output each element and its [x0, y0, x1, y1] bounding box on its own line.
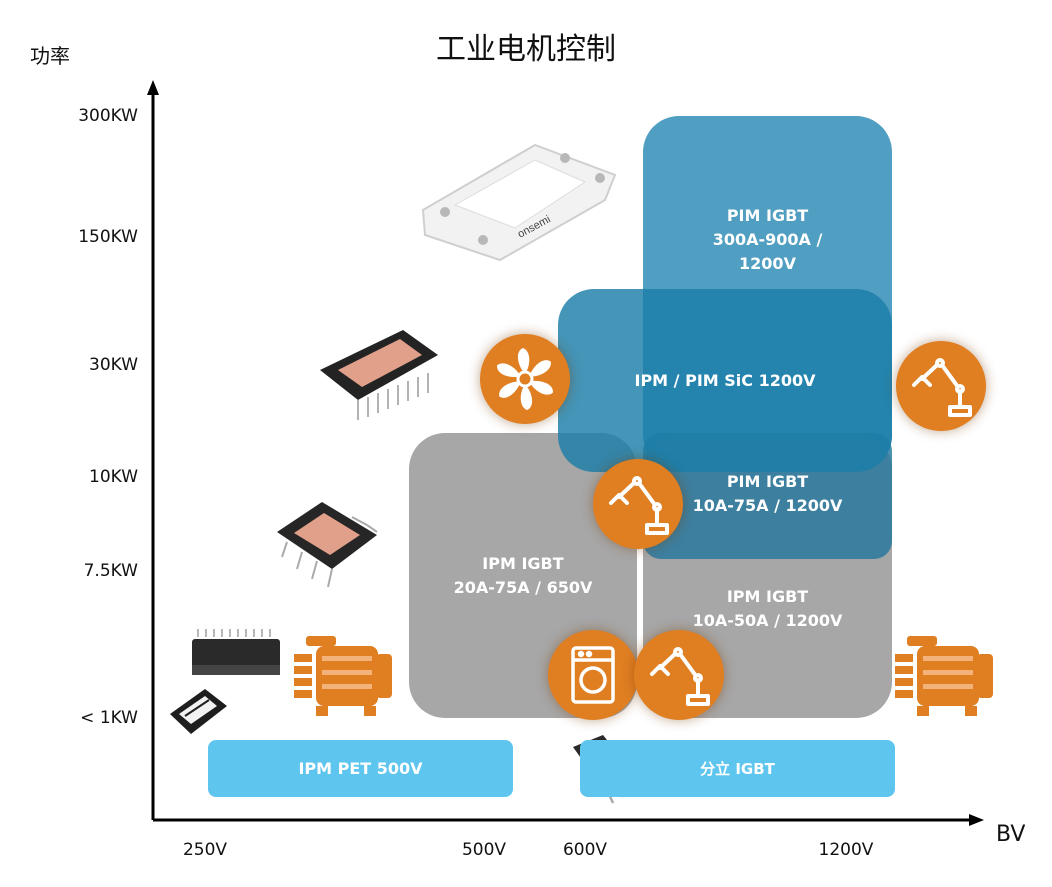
region-ipm-pim-sic: [558, 289, 892, 472]
y-axis-label: 功率: [30, 44, 70, 68]
y-tick-label: 300KW: [78, 106, 138, 126]
igbt-module-image: onsemi: [421, 143, 617, 262]
y-tick-label: < 1KW: [80, 708, 138, 728]
region-discrete-igbt: 分立 IGBT: [580, 740, 895, 797]
fan-icon: [480, 334, 570, 424]
ipm-module-large-image: [320, 330, 438, 420]
x-axis-arrow: [969, 814, 984, 826]
region-ipm-pet-500v: IPM PET 500V: [208, 740, 513, 797]
x-tick-label: 250V: [182, 840, 228, 860]
y-tick-label: 7.5KW: [83, 561, 138, 581]
y-tick-label: 150KW: [78, 227, 138, 247]
x-tick-label: 500V: [461, 840, 507, 860]
y-tick-label: 30KW: [89, 355, 138, 375]
motor-icon: [294, 636, 392, 716]
x-axis-label: BV: [996, 822, 1026, 847]
smd-module-image: [192, 629, 280, 675]
qfn-package-image: [170, 689, 227, 734]
region-ipm-pim-sic-label: IPM / PIM SiC 1200V: [634, 370, 816, 390]
motor-icon: [895, 636, 993, 716]
robot-arm-icon: [896, 341, 986, 431]
ipm-module-small-image: [277, 502, 378, 588]
chart-title: 工业电机控制: [436, 32, 616, 67]
washing-machine-icon: [548, 630, 638, 720]
robot-arm-icon: [634, 630, 724, 720]
y-tick-label: 10KW: [89, 467, 138, 487]
x-tick-label: 1200V: [818, 840, 874, 860]
x-tick-label: 600V: [562, 840, 608, 860]
robot-arm-icon: [593, 459, 683, 549]
y-axis-arrow: [147, 80, 159, 95]
region-pim-igbt-mid-label: PIM IGBT 10A-75A / 1200V: [692, 472, 843, 515]
